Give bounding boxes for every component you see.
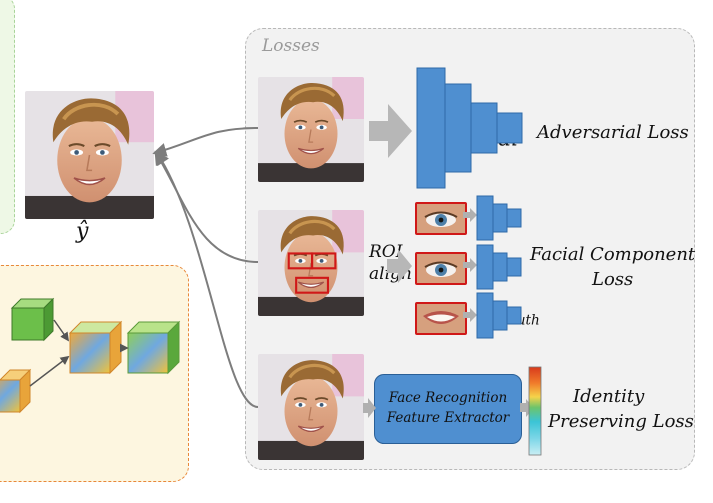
roi-box-mouth <box>295 276 330 294</box>
eye-crop-left <box>415 202 467 235</box>
face-recognition-extractor: Face Recognition Feature Extractor <box>374 374 522 444</box>
adversarial-loss-label: Adversarial Loss <box>537 122 689 143</box>
component-input-face <box>258 210 364 316</box>
mixed-cube-right <box>126 320 181 375</box>
fr-line2: Feature Extractor <box>386 410 510 426</box>
mouth-crop-image <box>417 304 465 333</box>
green-cube <box>10 297 55 342</box>
link-identity-to-output <box>155 150 259 408</box>
orange-cube <box>0 368 32 414</box>
roi-label: ROI <box>369 242 403 262</box>
face-photo <box>258 354 364 460</box>
eye-crop-right <box>415 252 467 285</box>
cube-arrow-orange-to-center <box>29 355 70 387</box>
link-global-to-output <box>152 127 259 157</box>
identity-input-face <box>258 354 364 460</box>
global-flow-arrow <box>369 104 412 158</box>
facial-component-loss-line2: Loss <box>592 269 634 290</box>
roi-boxes <box>287 252 337 294</box>
losses-panel-title: Losses <box>262 36 320 56</box>
output-y-hat: ŷ <box>76 219 89 244</box>
face-to-extractor-arrow <box>363 398 376 418</box>
link-component-to-output <box>154 150 259 263</box>
roi-flow-arrow <box>387 249 412 283</box>
identity-loss-line2: Preserving Loss <box>548 411 694 432</box>
mixed-cube-center <box>68 320 123 375</box>
face-photo <box>25 91 154 219</box>
d-eye-left-block <box>476 195 522 241</box>
d-eye-right-block <box>476 244 522 290</box>
crop-flow-mouth <box>463 308 477 322</box>
crop-flow-eye-left <box>463 208 477 222</box>
identity-feature-vector <box>528 366 542 456</box>
roi-box-eye-right <box>311 252 337 270</box>
facial-component-loss-line1: Facial Component <box>530 244 696 265</box>
cube-arrow-green-to-center <box>53 319 70 342</box>
mouth-crop <box>415 302 467 335</box>
d-global-block <box>416 67 523 189</box>
face-photo <box>258 77 364 182</box>
fr-line1: Face Recognition <box>388 390 508 406</box>
eye-crop-image <box>417 254 465 283</box>
eye-crop-image <box>417 204 465 233</box>
crop-flow-eye-right <box>463 258 477 272</box>
d-mouth-block <box>476 292 522 339</box>
face-photo <box>258 210 364 316</box>
global-input-face <box>258 77 364 182</box>
restored-output-face <box>25 91 154 219</box>
identity-loss-line1: Identity <box>573 386 645 407</box>
extractor-to-feature-arrow <box>520 399 534 417</box>
